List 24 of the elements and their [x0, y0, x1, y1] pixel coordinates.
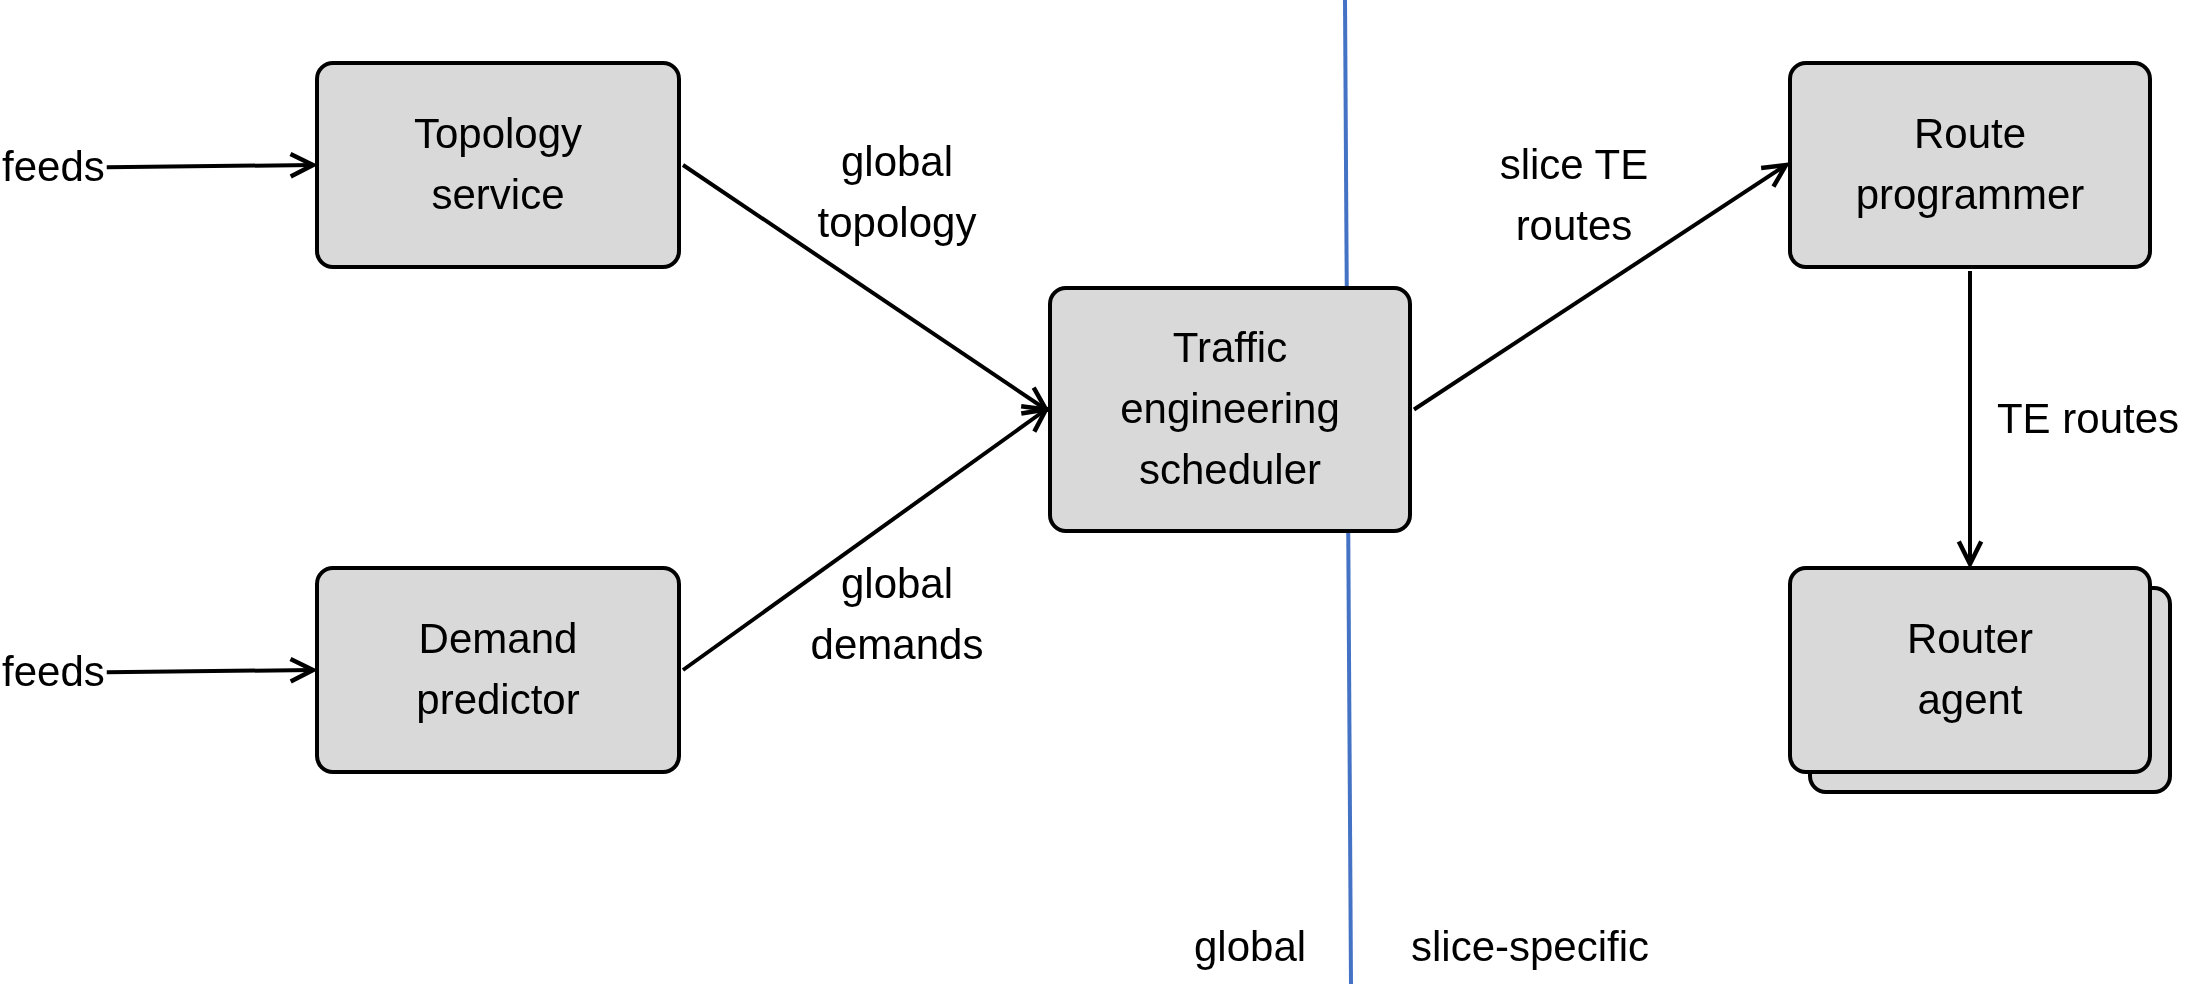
arrow [1956, 271, 1984, 567]
process-box [1788, 61, 2152, 269]
box-text: Demand predictor [415, 614, 581, 725]
box-text: Route programmer [1854, 109, 2086, 220]
box-text: Router agent [1905, 614, 2035, 725]
arrow [681, 163, 1049, 412]
region-label: global [1194, 922, 1307, 972]
process-box [1788, 566, 2152, 774]
edge-label: global topology [816, 137, 978, 248]
arrow [106, 151, 316, 179]
arrow [1412, 162, 1789, 412]
region-label: slice-specific [1411, 922, 1650, 972]
arrow [681, 407, 1049, 672]
process-box [315, 566, 681, 774]
arrow [106, 656, 316, 684]
input-label: feeds [2, 647, 105, 698]
input-label: feeds [2, 142, 105, 193]
edge-label: global demands [809, 559, 985, 670]
edge-label: TE routes [1995, 393, 2181, 444]
box-text: Topology service [412, 109, 584, 220]
edge-label: slice TE routes [1498, 140, 1650, 251]
box-text: Traffic engineering scheduler [1119, 323, 1341, 495]
process-box [315, 61, 681, 269]
process-box [1048, 286, 1412, 533]
